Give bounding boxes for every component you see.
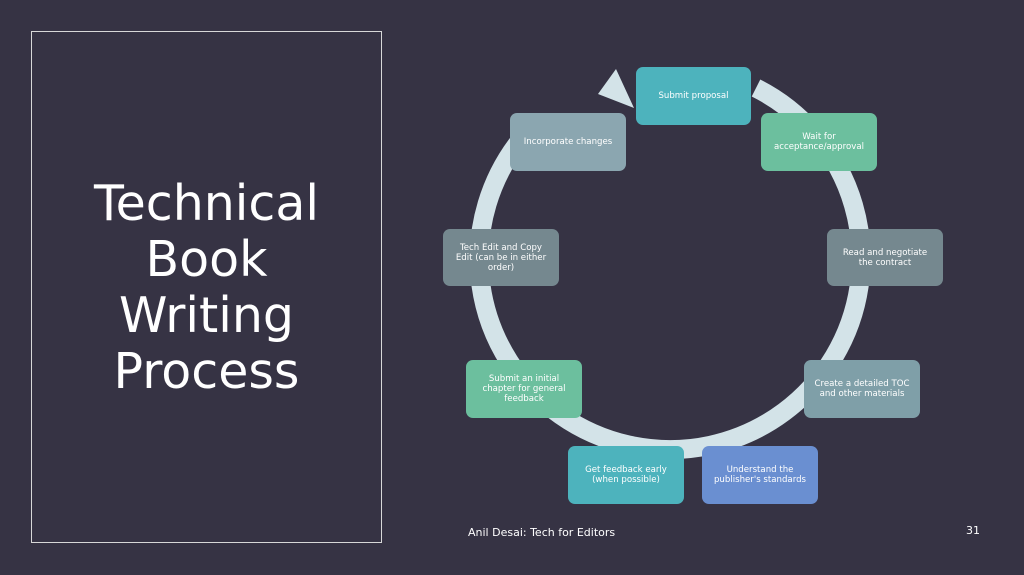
title-line: Writing <box>119 287 294 344</box>
step-create-toc: Create a detailed TOC and other material… <box>804 360 920 418</box>
step-submit-proposal: Submit proposal <box>636 67 751 125</box>
cycle-arrowhead <box>598 69 634 108</box>
title-line: Technical <box>94 175 319 232</box>
title-line: Book <box>145 231 268 288</box>
step-label: Get feedback early (when possible) <box>585 465 667 485</box>
step-initial-chapter: Submit an initial chapter for general fe… <box>466 360 582 418</box>
step-tech-copy-edit: Tech Edit and Copy Edit (can be in eithe… <box>443 229 559 286</box>
step-get-feedback-early: Get feedback early (when possible) <box>568 446 684 504</box>
footer-text: Anil Desai: Tech for Editors <box>468 526 616 539</box>
step-label: Submit an initial chapter for general fe… <box>482 374 566 404</box>
step-label: Incorporate changes <box>523 137 613 147</box>
slide-title: Technical Book Writing Process <box>31 176 382 400</box>
step-label: Read and negotiate the contract <box>842 247 928 268</box>
step-publisher-standards: Understand the publisher's standards <box>702 446 818 504</box>
step-incorporate-changes: Incorporate changes <box>510 113 626 171</box>
step-label: Create a detailed TOC and other material… <box>814 379 910 399</box>
title-frame <box>31 31 382 543</box>
title-line: Process <box>113 343 300 400</box>
step-wait-for-approval: Wait for acceptance/approval <box>761 113 877 171</box>
step-label: Understand the publisher's standards <box>713 465 807 485</box>
step-label: Wait for acceptance/approval <box>774 132 864 152</box>
step-negotiate-contract: Read and negotiate the contract <box>827 229 943 286</box>
step-label: Submit proposal <box>658 91 729 101</box>
step-label: Tech Edit and Copy Edit (can be in eithe… <box>455 242 547 273</box>
page-number: 31 <box>966 524 980 537</box>
